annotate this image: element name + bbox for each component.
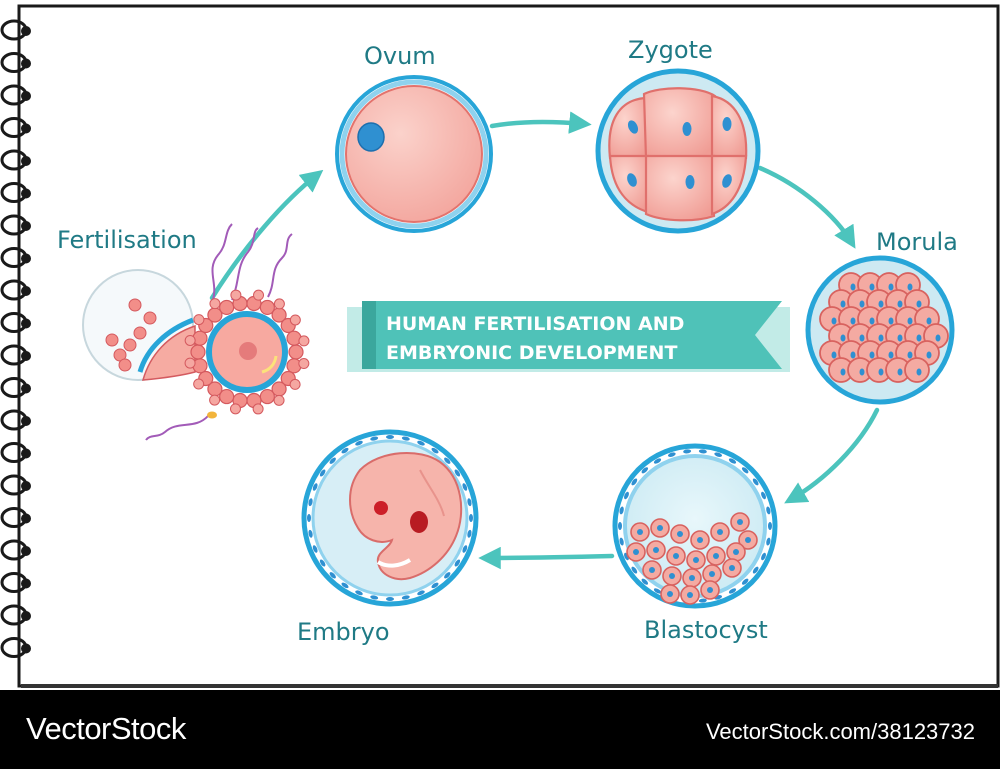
spiral-ring-icon <box>0 637 31 658</box>
spiral-ring-icon <box>0 474 31 496</box>
spiral-ring-icon <box>0 442 31 463</box>
sperm-tails-icon <box>145 223 293 441</box>
embryo-illustration <box>301 429 479 607</box>
watermark-footer: VectorStock VectorStock.com/38123732 <box>0 690 1000 769</box>
spiral-ring-icon <box>0 279 31 301</box>
blastocyst-illustration <box>612 443 778 609</box>
arrow-ovum-to-zygote <box>489 111 592 134</box>
label-blastocyst: Blastocyst <box>644 616 768 644</box>
spiral-ring-icon <box>0 377 31 398</box>
spiral-ring-icon <box>0 247 31 268</box>
embryo-heart-icon <box>410 511 428 533</box>
embryo-body <box>349 452 463 581</box>
ovum-nucleus-icon <box>357 122 385 152</box>
label-fertilisation: Fertilisation <box>57 226 197 254</box>
egg-highlight <box>261 355 278 374</box>
spiral-ring-icon <box>0 19 31 41</box>
spiral-ring-icon <box>0 604 31 626</box>
spiral-ring-icon <box>0 539 31 561</box>
spiral-ring-icon <box>0 507 31 528</box>
sperm-head-icon <box>207 411 217 419</box>
spiral-ring-icon <box>0 214 31 236</box>
arrow-zygote-to-morula <box>757 165 856 249</box>
spiral-ring-icon <box>0 149 31 171</box>
arrow-morula-to-blastocyst <box>784 407 880 504</box>
label-ovum: Ovum <box>364 42 436 70</box>
embryo-eye-icon <box>374 501 388 515</box>
title-banner: HUMAN FERTILISATION AND EMBRYONIC DEVELO… <box>347 301 790 372</box>
cycle-arrows <box>209 111 880 570</box>
label-morula: Morula <box>876 228 958 256</box>
label-zygote: Zygote <box>628 36 713 64</box>
zygote-illustration <box>595 68 761 234</box>
egg-nucleus-icon <box>239 342 257 360</box>
corona-cells <box>105 289 310 415</box>
arrow-blastocyst-to-embryo <box>478 546 615 570</box>
fertilisation-illustration <box>82 223 310 441</box>
spiral-ring-icon <box>0 52 31 73</box>
magnified-egg-wall <box>137 317 196 381</box>
watermark-brand: VectorStock <box>26 711 187 746</box>
banner-title-line-2: EMBRYONIC DEVELOPMENT <box>386 342 677 364</box>
banner-title-line-1: HUMAN FERTILISATION AND <box>386 313 684 335</box>
spiral-ring-icon <box>0 409 31 431</box>
spiral-ring-icon <box>0 312 31 333</box>
watermark-id: VectorStock.com/38123732 <box>706 719 975 744</box>
spiral-ring-icon <box>0 182 31 203</box>
spiral-ring-icon <box>0 344 31 366</box>
morula-illustration <box>805 255 955 405</box>
label-embryo: Embryo <box>297 618 390 646</box>
spiral-ring-icon <box>0 117 31 138</box>
spiral-ring-icon <box>0 84 31 106</box>
spiral-ring-icon <box>0 572 31 593</box>
arrow-fertilisation-to-ovum <box>209 169 324 301</box>
spiral-binding <box>0 19 31 658</box>
ovum-illustration <box>335 75 493 233</box>
